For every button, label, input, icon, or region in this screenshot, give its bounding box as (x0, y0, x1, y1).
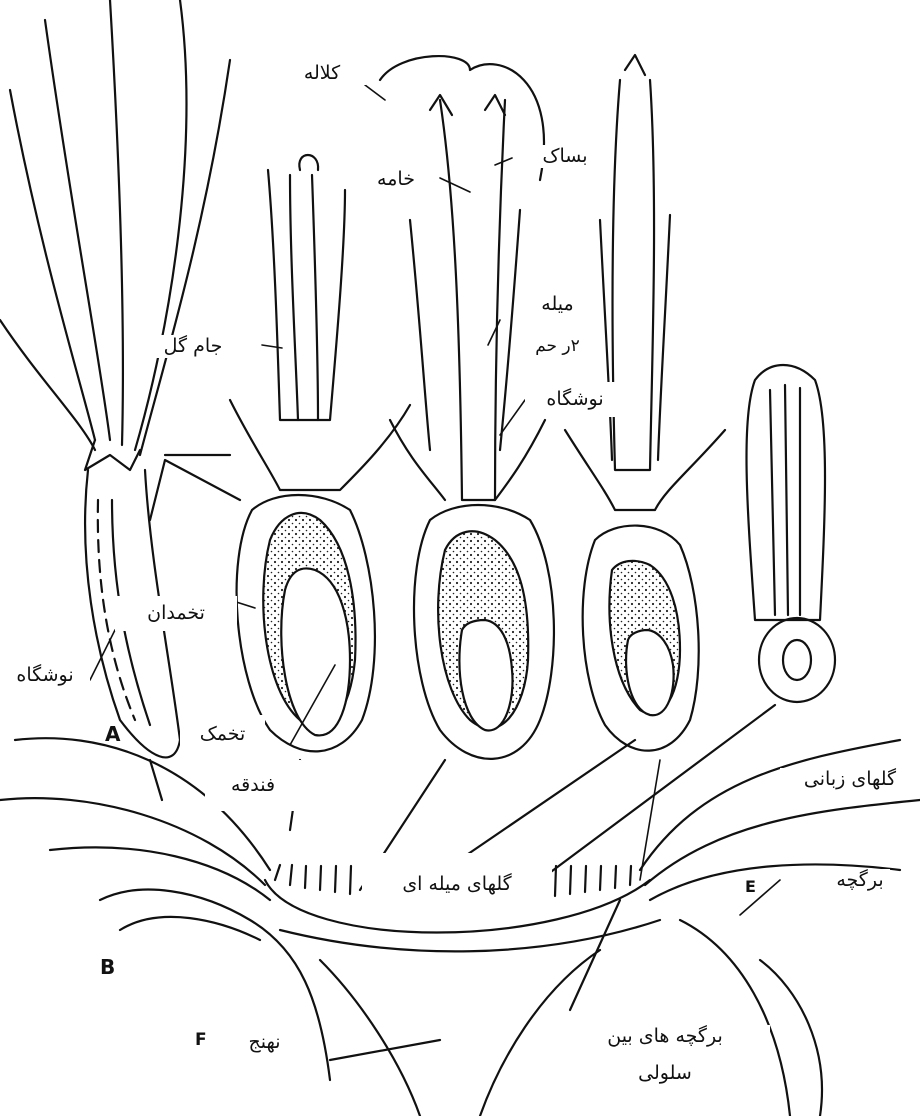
label-interfloral-bracts-2: سلولی (610, 1062, 720, 1085)
label-nectary-top: نوشگاه (525, 382, 625, 417)
label-ovary: تخمدان (115, 596, 237, 631)
label-bract: برگچه (830, 869, 890, 892)
label-ray-flowers: گلهای زبانی (780, 768, 920, 791)
label-filament: میله (525, 293, 590, 316)
label-anther: بساک (530, 145, 600, 168)
label-filament-partial: ۲ر حم (525, 336, 590, 356)
label-disc-flowers: گلهای میله ای (362, 853, 552, 916)
label-stigma: کلاله (278, 62, 366, 85)
label-style: خامه (360, 168, 432, 191)
label-achene: فندقه (205, 760, 301, 811)
letter-a: A (105, 722, 120, 746)
letter-e: E (745, 877, 756, 896)
label-corolla: جام گل (145, 335, 241, 358)
letter-b: B (100, 955, 115, 979)
capitulum (0, 738, 920, 1116)
label-interfloral-bracts-1: برگچه های بین (560, 1025, 770, 1048)
letter-f: F (195, 1030, 207, 1050)
label-ovule: تخمک (180, 715, 265, 754)
leader-lines (90, 85, 780, 915)
label-receptacle: نهنج (222, 1023, 307, 1062)
disc-bud (540, 365, 835, 880)
label-nectary-left: نوشگاه (0, 658, 90, 693)
